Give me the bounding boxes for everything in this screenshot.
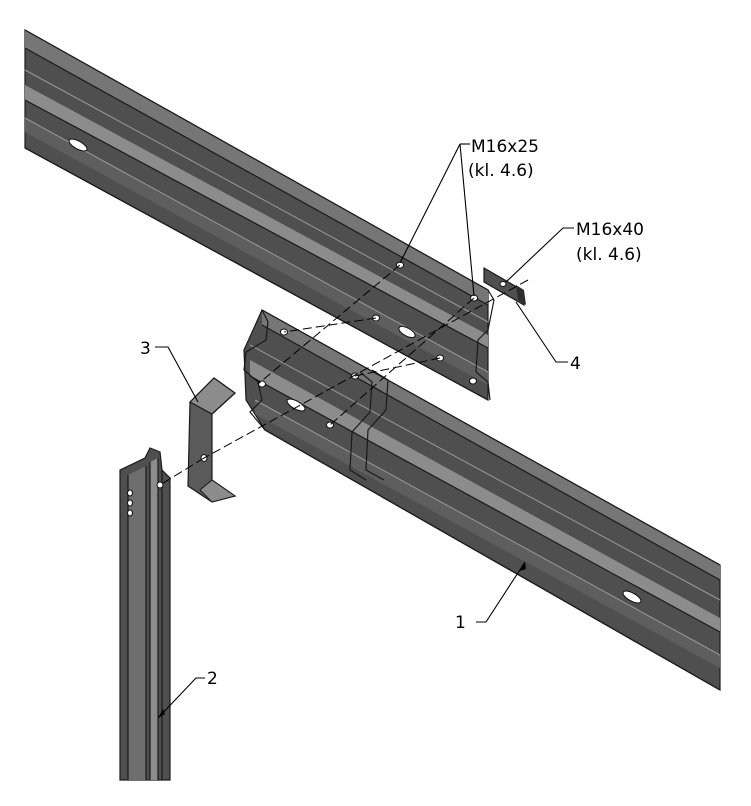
post-bolt-hole <box>127 509 133 517</box>
callout-bolt-short-size: M16x25 <box>471 137 539 157</box>
callout-part-3: 3 <box>140 339 151 359</box>
post <box>119 447 171 781</box>
upper-rail-slot <box>398 325 416 339</box>
callout-part-2: 2 <box>207 669 218 689</box>
washer-plate <box>483 266 526 307</box>
callout-bolt-long-size: M16x40 <box>576 220 644 240</box>
callout-bolt-short-class: (kl. 4.6) <box>468 161 534 181</box>
upper-rail-bolt-hole <box>469 377 477 385</box>
spacer-bracket <box>187 377 237 503</box>
bolt-axis-lines <box>159 264 529 486</box>
callout-bolt-long-class: (kl. 4.6) <box>576 245 642 265</box>
lower-rail-slot <box>622 590 642 604</box>
callout-leaders <box>155 143 574 719</box>
post-bolt-hole <box>127 499 133 507</box>
washer-plate-hole <box>499 281 507 287</box>
post-bolt-hole <box>127 489 133 497</box>
lower-rail-beam <box>243 309 721 692</box>
post-bolt-hole <box>156 481 164 489</box>
lower-rail-bolt-hole <box>258 380 266 388</box>
upper-rail-slot <box>68 138 88 152</box>
callout-part-1: 1 <box>455 613 466 633</box>
upper-rail-beam <box>24 28 495 402</box>
callout-part-4: 4 <box>570 354 581 374</box>
